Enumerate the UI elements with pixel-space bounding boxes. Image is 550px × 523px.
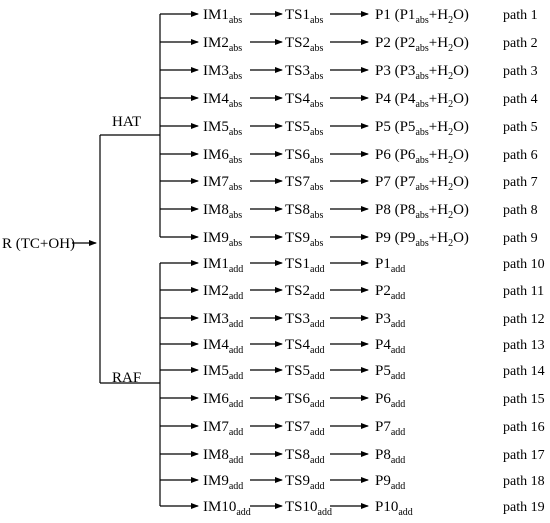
product-label: P2add [375,283,405,302]
transition-state-label: TS4add [285,337,324,356]
root-reactant-label: R (TC+OH) [2,236,75,252]
node-labels: R (TC+OH) HAT RAF IM1abs TS1abs P1 (P1abs+H2O… [2,7,545,518]
product-label: P8 (P8abs+H2O) [375,202,469,221]
product-label: P4add [375,337,405,356]
intermediate-label: IM3add [203,311,243,330]
intermediate-label: IM2add [203,283,243,302]
intermediate-label: IM1add [203,256,243,275]
path-number-label: path 10 [503,257,545,272]
product-label: P1add [375,256,405,275]
path-number-label: path 6 [503,148,538,163]
product-label: P6add [375,391,405,410]
product-label: P2 (P2abs+H2O) [375,35,469,54]
transition-state-label: TS4abs [285,91,323,110]
transition-state-label: TS9abs [285,230,323,249]
transition-state-label: TS2abs [285,35,323,54]
path-number-label: path 19 [503,500,545,515]
path-number-label: path 3 [503,64,538,79]
path-number-label: path 12 [503,312,545,327]
product-label: P3add [375,311,405,330]
path-number-label: path 18 [503,474,545,489]
path-number-label: path 5 [503,120,538,135]
intermediate-label: IM8add [203,447,243,466]
transition-state-label: TS7abs [285,174,323,193]
path-number-label: path 8 [503,203,538,218]
path-number-label: path 7 [503,175,538,190]
intermediate-label: IM10add [203,499,251,518]
product-label: P5add [375,363,405,382]
intermediate-label: IM5add [203,363,243,382]
transition-state-label: TS8abs [285,202,323,221]
transition-state-label: TS5abs [285,119,323,138]
transition-state-label: TS3add [285,311,324,330]
intermediate-label: IM3abs [203,63,242,82]
intermediate-label: IM6add [203,391,243,410]
transition-state-label: TS5add [285,363,324,382]
intermediate-label: IM1abs [203,7,242,26]
product-label: P7 (P7abs+H2O) [375,174,469,193]
path-number-label: path 11 [503,284,544,299]
product-label: P8add [375,447,405,466]
product-label: P9add [375,473,405,492]
product-label: P5 (P5abs+H2O) [375,119,469,138]
intermediate-label: IM7abs [203,174,242,193]
product-label: P9 (P9abs+H2O) [375,230,469,249]
path-number-label: path 2 [503,36,538,51]
intermediate-label: IM2abs [203,35,242,54]
intermediate-label: IM9add [203,473,243,492]
transition-state-label: TS8add [285,447,324,466]
product-label: P10add [375,499,413,518]
raf-label: RAF [112,370,141,386]
transition-state-label: TS1abs [285,7,323,26]
transition-state-label: TS6add [285,391,324,410]
intermediate-label: IM4abs [203,91,242,110]
path-number-label: path 1 [503,8,538,23]
path-number-label: path 13 [503,338,545,353]
transition-state-label: TS9add [285,473,324,492]
transition-state-label: TS10add [285,499,332,518]
product-label: P6 (P6abs+H2O) [375,147,469,166]
path-number-label: path 17 [503,448,545,463]
intermediate-label: IM5abs [203,119,242,138]
path-number-label: path 15 [503,392,545,407]
product-label: P3 (P3abs+H2O) [375,63,469,82]
intermediate-label: IM6abs [203,147,242,166]
path-number-label: path 9 [503,231,538,246]
product-label: P4 (P4abs+H2O) [375,91,469,110]
transition-state-label: TS6abs [285,147,323,166]
transition-state-label: TS1add [285,256,324,275]
transition-state-label: TS7add [285,419,324,438]
transition-state-label: TS2add [285,283,324,302]
intermediate-label: IM9abs [203,230,242,249]
product-label: P7add [375,419,405,438]
intermediate-label: IM8abs [203,202,242,221]
hat-label: HAT [112,114,141,130]
intermediate-label: IM4add [203,337,243,356]
intermediate-label: IM7add [203,419,243,438]
transition-state-label: TS3abs [285,63,323,82]
path-number-label: path 16 [503,420,545,435]
path-number-label: path 4 [503,92,538,107]
connector-lines [72,11,369,509]
path-number-label: path 14 [503,364,545,379]
product-label: P1 (P1abs+H2O) [375,7,469,26]
